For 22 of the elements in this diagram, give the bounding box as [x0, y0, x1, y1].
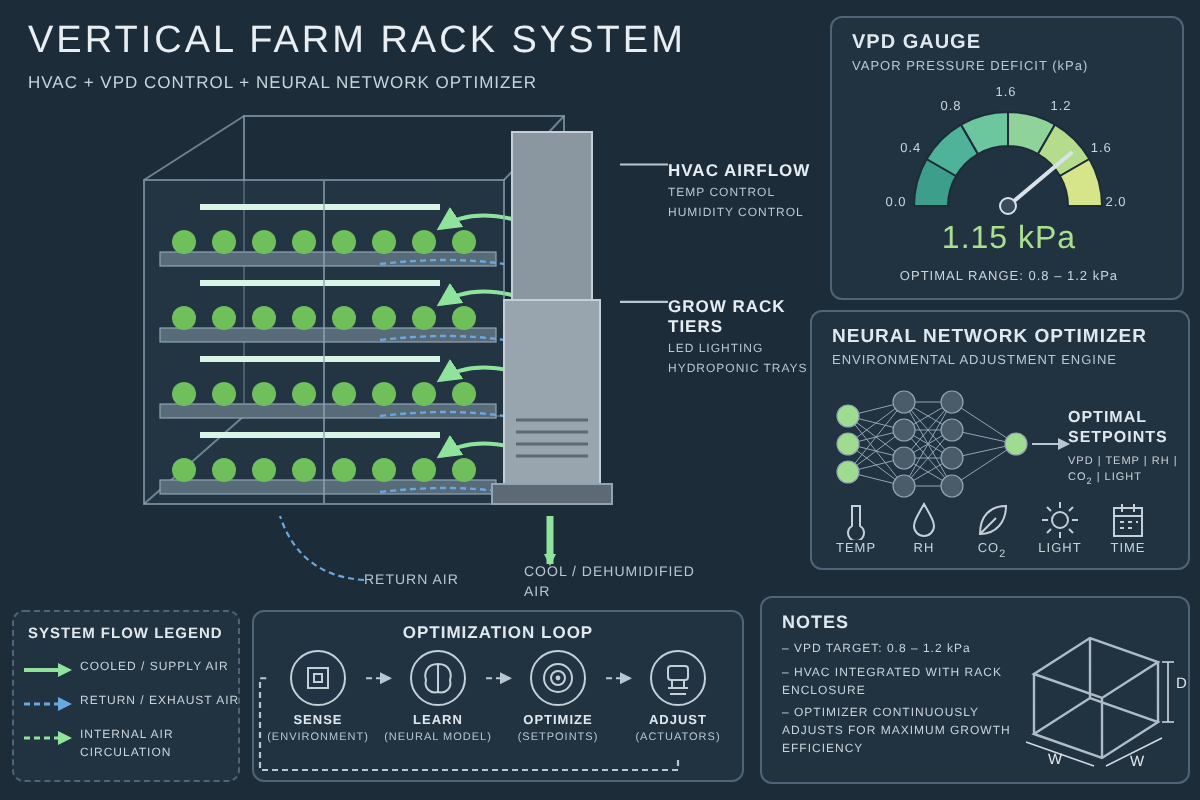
- leader-line: [620, 300, 668, 303]
- callout-title: HVAC AIRFLOW: [668, 160, 812, 180]
- gauge-panel: [830, 16, 1184, 300]
- panel-title: NEURAL NETWORK OPTIMIZER: [832, 326, 1147, 348]
- arrow: [544, 516, 556, 566]
- output-title: OPTIMAL SETPOINTS: [1068, 408, 1170, 448]
- optimizer-panel: [810, 310, 1190, 570]
- gauge-value: 1.15 kPa: [939, 222, 1079, 258]
- notes-panel: [760, 596, 1190, 784]
- panel-title: OPTIMIZATION LOOP: [400, 622, 596, 642]
- arrow: [486, 672, 512, 685]
- neural-network-drawing: [832, 384, 1032, 504]
- panel-title: VPD GAUGE: [852, 32, 982, 54]
- arrow: [606, 672, 632, 685]
- callout-title: GROW RACK TIERS: [668, 296, 788, 336]
- subtitle: HVAC + VPD CONTROL + NEURAL NETWORK OPTIMIZER: [28, 72, 540, 92]
- panel-title: NOTES: [782, 612, 852, 632]
- loop-panel: [252, 610, 744, 782]
- leader-line: [620, 163, 668, 166]
- arrow: [1032, 438, 1070, 450]
- page-title: VERTICAL FARM RACK SYSTEM: [28, 20, 686, 64]
- arrow: [366, 672, 392, 685]
